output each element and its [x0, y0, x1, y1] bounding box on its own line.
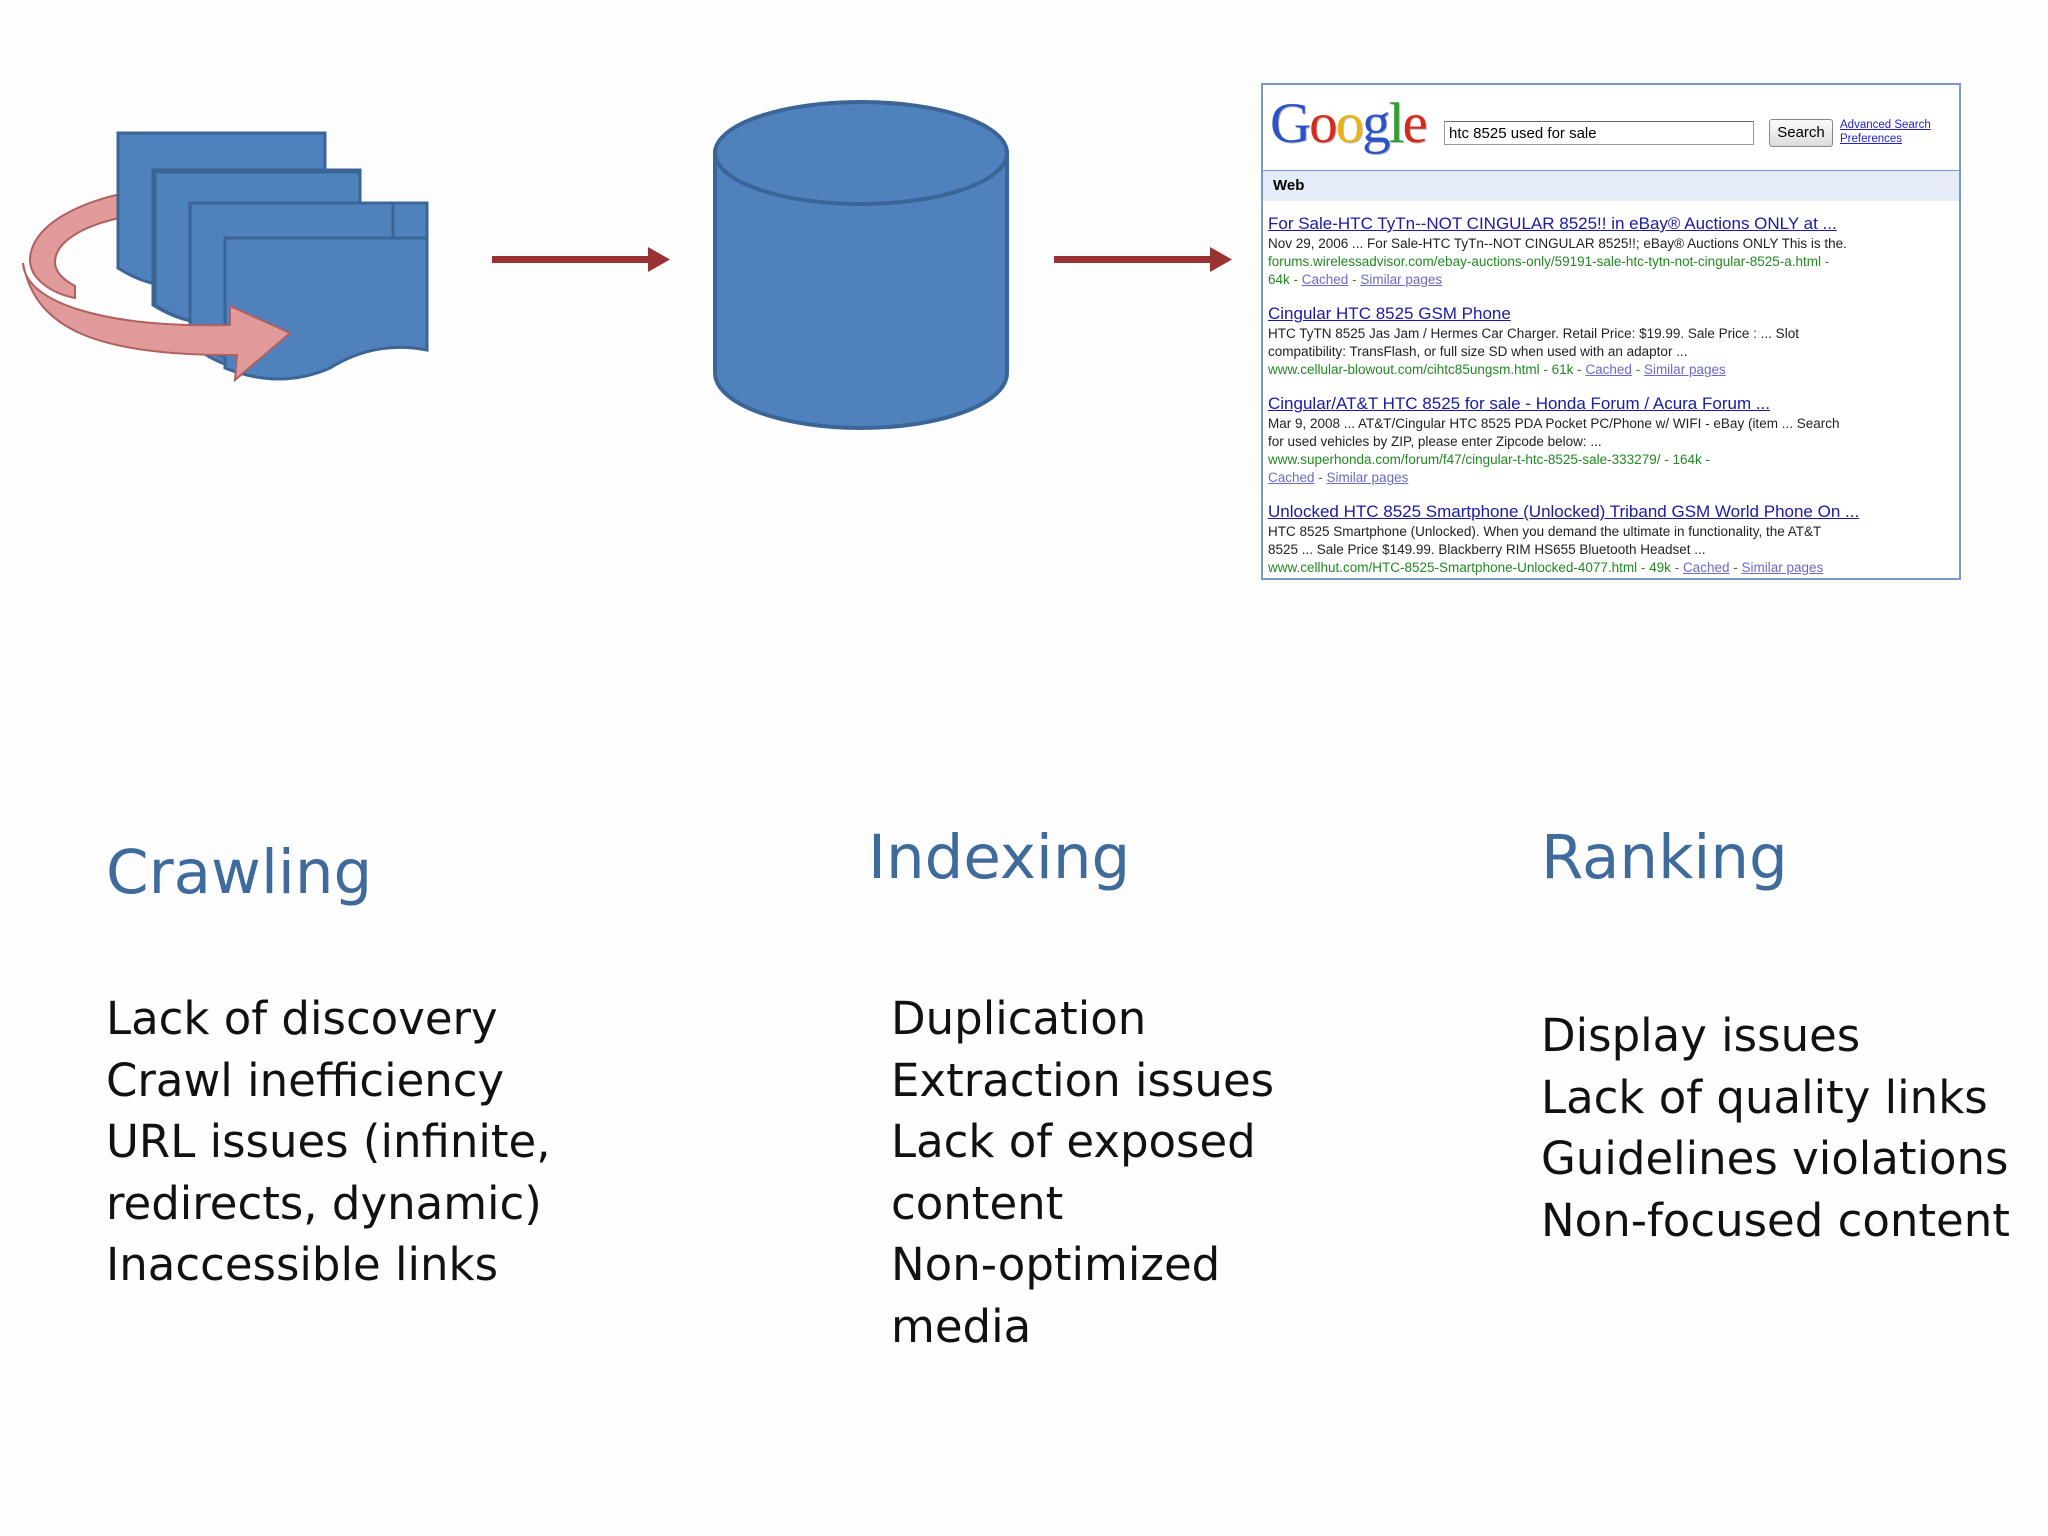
result-url: www.superhonda.com/forum/f47/cingular-t-… [1268, 452, 1710, 467]
crawling-heading: Crawling [106, 837, 373, 908]
result-url: forums.wirelessadvisor.com/ebay-auctions… [1268, 254, 1830, 269]
cached-link[interactable]: Cached [1682, 560, 1730, 575]
cached-link[interactable]: Cached [1268, 470, 1315, 485]
list-item: redirects, dynamic) [106, 1176, 542, 1230]
result-snippet: Nov 29, 2006 ... For Sale-HTC TyTn--NOT … [1268, 236, 1847, 251]
result-links: Cached - Similar pages [1268, 470, 1409, 485]
indexing-issues-list: Duplication Extraction issues Lack of ex… [891, 988, 1274, 1357]
result-links: 64k - Cached - Similar pages [1268, 272, 1443, 287]
list-item: Non-optimized [891, 1238, 1221, 1291]
list-item: Crawl inefficiency [106, 1053, 505, 1107]
search-result: For Sale-HTC TyTn--NOT CINGULAR 8525!! i… [1268, 213, 1958, 289]
similar-pages-link[interactable]: Similar pages [1741, 560, 1824, 575]
list-item: Non-focused content [1541, 1193, 2010, 1247]
similar-pages-link[interactable]: Similar pages [1360, 272, 1443, 287]
list-item: Lack of discovery [106, 992, 498, 1045]
arrow-right-icon [492, 247, 670, 272]
list-item: Extraction issues [891, 1053, 1275, 1107]
result-snippet: HTC TyTN 8525 Jas Jam / Hermes Car Charg… [1268, 326, 1799, 341]
result-title-link[interactable]: Unlocked HTC 8525 Smartphone (Unlocked) … [1268, 502, 1860, 521]
result-url: www.cellhut.com/HTC-8525-Smartphone-Unlo… [1268, 560, 1680, 575]
result-snippet: Mar 9, 2008 ... AT&T/Cingular HTC 8525 P… [1268, 416, 1840, 431]
result-title-link[interactable]: For Sale-HTC TyTn--NOT CINGULAR 8525!! i… [1268, 214, 1837, 233]
result-snippet: HTC 8525 Smartphone (Unlocked). When you… [1268, 524, 1822, 539]
result-links: www.cellular-blowout.com/cihtc85ungsm.ht… [1268, 362, 1726, 377]
search-result: Cingular HTC 8525 GSM Phone HTC TyTN 852… [1268, 303, 1958, 379]
cached-link[interactable]: Cached [1585, 362, 1632, 377]
result-snippet: compatibility: TransFlash, or full size … [1268, 344, 1688, 359]
list-item: Duplication [891, 992, 1147, 1045]
search-button[interactable]: Search [1769, 119, 1833, 147]
search-result: Cingular/AT&T HTC 8525 for sale - Honda … [1268, 393, 1958, 487]
crawl-pages-icon [22, 131, 429, 383]
list-item: Lack of quality links [1541, 1070, 1988, 1124]
result-links: www.cellhut.com/HTC-8525-Smartphone-Unlo… [1268, 560, 1824, 575]
ranking-issues-list: Display issues Lack of quality links Gui… [1541, 1005, 2010, 1251]
list-item: Guidelines violations [1541, 1132, 2009, 1185]
list-item: URL issues (infinite, [106, 1115, 551, 1168]
list-item: Display issues [1541, 1009, 1861, 1062]
preferences-link[interactable]: Preferences [1840, 133, 1903, 145]
ranking-heading: Ranking [1541, 822, 1788, 893]
result-url: www.cellular-blowout.com/cihtc85ungsm.ht… [1268, 362, 1582, 377]
similar-pages-link[interactable]: Similar pages [1643, 362, 1726, 377]
advanced-search-link[interactable]: Advanced Search [1840, 119, 1931, 131]
crawling-issues-list: Lack of discovery Crawl inefficiency URL… [106, 988, 551, 1296]
indexing-heading: Indexing [868, 822, 1131, 893]
web-results-bar: Web [1263, 170, 1959, 201]
similar-pages-link[interactable]: Similar pages [1326, 470, 1409, 485]
database-icon [713, 100, 1009, 430]
arrow-right-icon [1054, 247, 1232, 272]
list-item: content [891, 1176, 1064, 1230]
search-results-screenshot: Google htc 8525 used for sale Search Adv… [1261, 83, 1961, 580]
google-logo: Google [1270, 92, 1428, 155]
cached-link[interactable]: Cached [1301, 272, 1349, 287]
search-options: Advanced Search Preferences [1840, 118, 1931, 146]
result-size: 64k - [1268, 272, 1299, 287]
web-label: Web [1273, 177, 1305, 194]
result-snippet: for used vehicles by ZIP, please enter Z… [1268, 434, 1602, 449]
list-item: Inaccessible links [106, 1238, 499, 1291]
result-title-link[interactable]: Cingular HTC 8525 GSM Phone [1268, 304, 1511, 323]
list-item: Lack of exposed [891, 1115, 1256, 1168]
result-title-link[interactable]: Cingular/AT&T HTC 8525 for sale - Honda … [1268, 394, 1770, 413]
search-input[interactable]: htc 8525 used for sale [1444, 121, 1754, 145]
result-snippet: 8525 ... Sale Price $149.99. Blackberry … [1268, 542, 1706, 557]
list-item: media [891, 1299, 1032, 1353]
search-result: Unlocked HTC 8525 Smartphone (Unlocked) … [1268, 501, 1958, 577]
